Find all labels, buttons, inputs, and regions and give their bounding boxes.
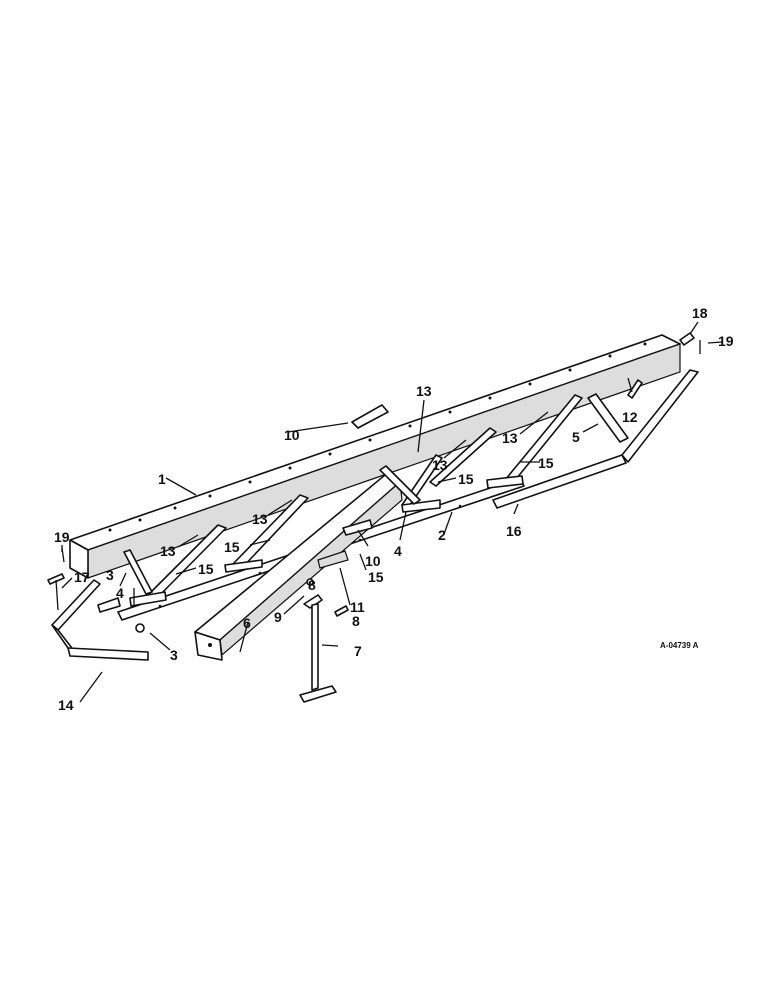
callout-labels: 1 2 3 3 4 4 5 6 7 8 8 9 10 10 11 12 13 1… xyxy=(54,305,734,713)
drawing-code: A-04739 A xyxy=(660,641,699,650)
jack-stand-part-7 xyxy=(299,594,337,703)
callout-15e: 15 xyxy=(368,569,384,585)
left-angled-bar-part-14 xyxy=(51,579,149,661)
callout-17: 17 xyxy=(74,569,90,585)
plate-part-10-upper xyxy=(351,404,389,429)
callout-15a: 15 xyxy=(458,471,474,487)
clip-part-3-upper xyxy=(97,597,121,613)
main-beam-part-1 xyxy=(69,334,681,579)
clip-part-3-lower xyxy=(135,623,145,633)
callout-2: 2 xyxy=(438,527,446,543)
right-angled-bar-part-16 xyxy=(492,369,699,509)
callout-13c: 13 xyxy=(502,430,518,446)
callout-3b: 3 xyxy=(170,647,178,663)
callout-13d: 13 xyxy=(252,511,268,527)
callout-19b: 19 xyxy=(54,529,70,545)
pin-part-8 xyxy=(334,605,349,617)
callout-15c: 15 xyxy=(224,539,240,555)
callout-8a: 8 xyxy=(308,577,316,593)
brace-right-1 xyxy=(429,427,497,487)
strut-part-4-left xyxy=(123,549,153,595)
callout-13a: 13 xyxy=(416,383,432,399)
strut-part-5 xyxy=(587,393,629,443)
plate-part-12 xyxy=(627,379,643,399)
callout-8b: 8 xyxy=(352,613,360,629)
callout-10a: 10 xyxy=(284,427,300,443)
callout-4b: 4 xyxy=(394,543,402,559)
callout-10b: 10 xyxy=(365,553,381,569)
callout-15d: 15 xyxy=(198,561,214,577)
callout-13e: 13 xyxy=(160,543,176,559)
callout-18: 18 xyxy=(692,305,708,321)
callout-11: 11 xyxy=(350,599,365,615)
callout-12: 12 xyxy=(622,409,638,425)
callout-16: 16 xyxy=(506,523,522,539)
callout-4a: 4 xyxy=(116,585,124,601)
brace-left-1 xyxy=(129,524,227,607)
callout-19a: 19 xyxy=(718,333,734,349)
callout-15b: 15 xyxy=(538,455,554,471)
bracket-part-18 xyxy=(679,332,695,346)
bolt-part-17 xyxy=(47,573,65,611)
callout-3a: 3 xyxy=(106,567,114,583)
callout-7: 7 xyxy=(354,643,362,659)
callout-14: 14 xyxy=(58,697,74,713)
callout-9: 9 xyxy=(274,609,282,625)
leader-lines xyxy=(61,321,723,703)
strut-part-4-right xyxy=(379,465,421,505)
callout-13b: 13 xyxy=(432,457,448,473)
callout-1: 1 xyxy=(158,471,166,487)
pin-part-9 xyxy=(306,578,314,586)
callout-6: 6 xyxy=(243,615,251,631)
bracket-part-11 xyxy=(317,550,349,569)
brace-left-2 xyxy=(224,494,309,573)
callout-5: 5 xyxy=(572,429,580,445)
plate-part-10-lower xyxy=(342,519,373,536)
